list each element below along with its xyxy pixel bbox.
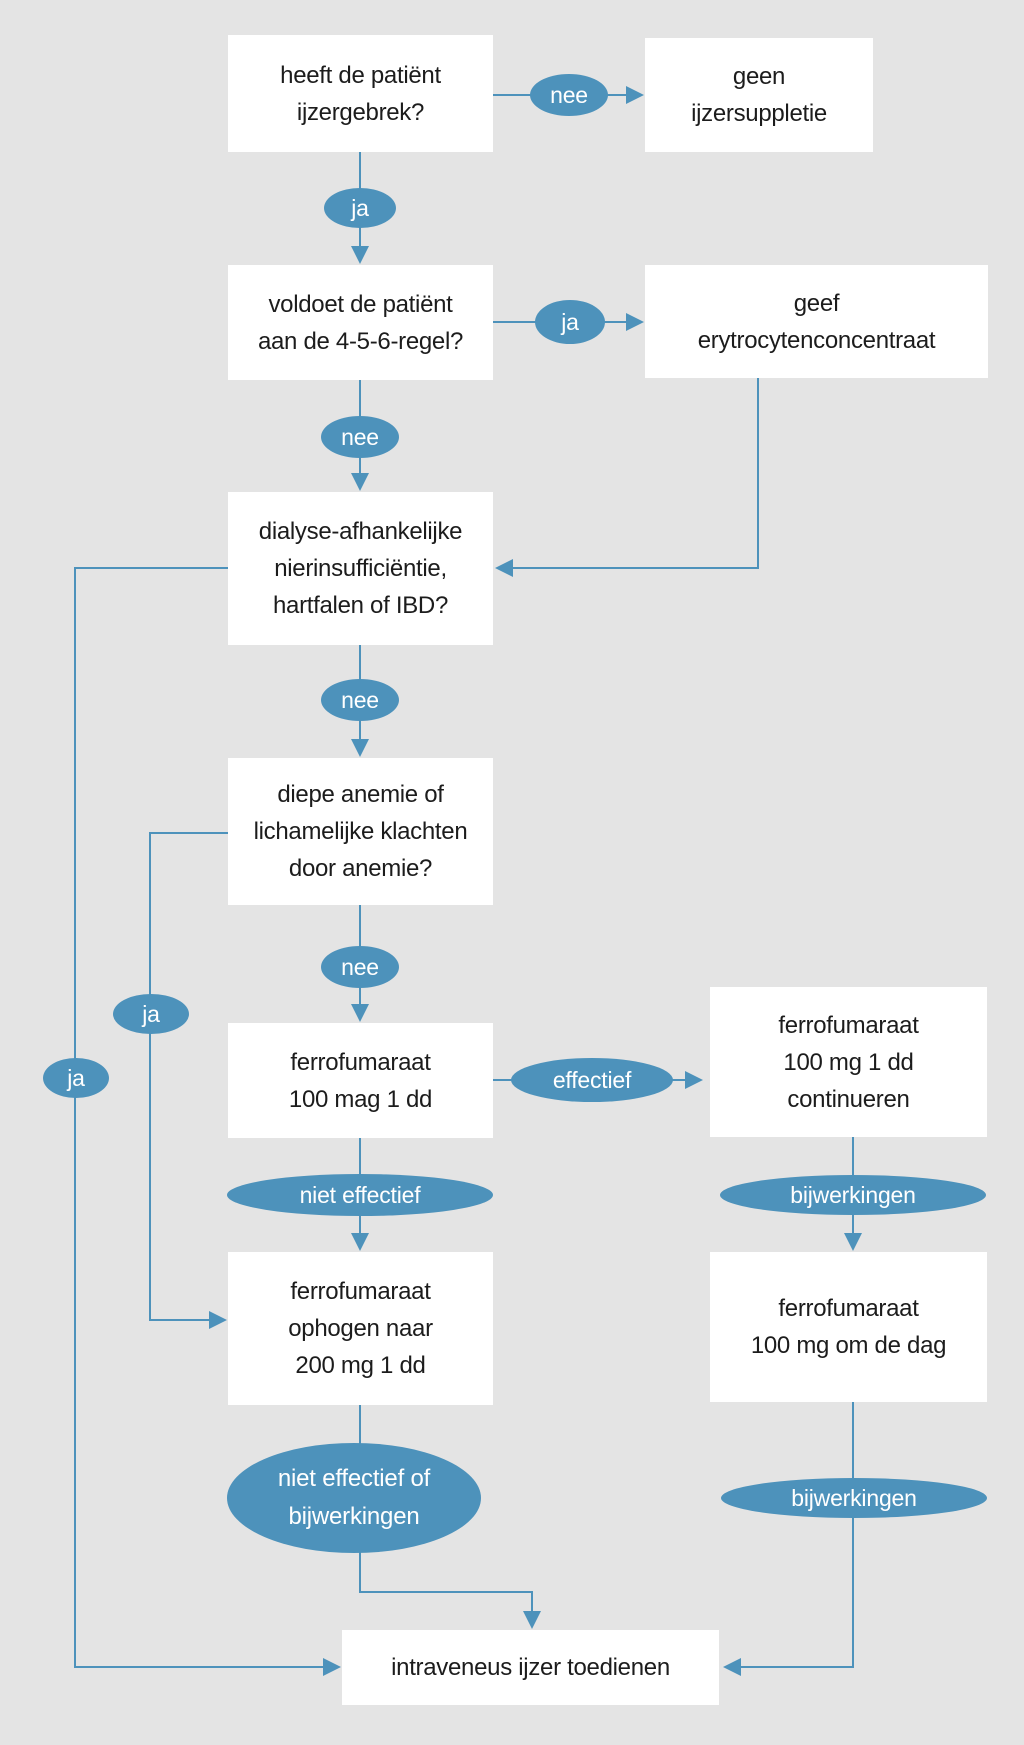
edge-label-text: ja bbox=[351, 194, 369, 221]
node-text-line: aan de 4-5-6-regel? bbox=[257, 327, 464, 355]
node-question-iron-deficiency: heeft de patiënt ijzergebrek? bbox=[228, 35, 493, 152]
node-text-line: ferrofumaraat bbox=[778, 1295, 919, 1322]
edge-label-text: bijwerkingen bbox=[288, 1503, 420, 1530]
node-question-deep-anemia: diepe anemie of lichamelijke klachten do… bbox=[228, 758, 493, 905]
edge-label-text: ja bbox=[142, 1000, 160, 1027]
node-text-line: ferrofumaraat bbox=[290, 1048, 431, 1076]
node-text-line: ijzergebrek? bbox=[296, 98, 425, 126]
edge-label-text: niet effectief bbox=[299, 1181, 421, 1208]
node-text-line: dialyse-afhankelijke bbox=[258, 518, 463, 545]
edge-label-nee-dialysis: nee bbox=[321, 679, 399, 721]
node-question-456-rule: voldoet de patiënt aan de 4-5-6-regel? bbox=[228, 265, 493, 380]
edge-label-ja-top: ja bbox=[324, 188, 396, 228]
edge-label-nee-anemia: nee bbox=[321, 946, 399, 988]
edge-label-ja-456: ja bbox=[535, 300, 605, 344]
node-text-line: ferrofumaraat bbox=[778, 1011, 919, 1039]
node-ferrofumarate-200mg: ferrofumaraat ophogen naar 200 mg 1 dd bbox=[228, 1252, 493, 1405]
node-text-line: geef bbox=[793, 289, 840, 317]
node-text-line: lichamelijke klachten bbox=[253, 818, 468, 845]
edge-label-text: bijwerkingen bbox=[791, 1484, 917, 1511]
edge-label-text: ja bbox=[561, 308, 579, 335]
node-no-iron-suppletion: geen ijzersuppletie bbox=[645, 38, 873, 152]
node-give-erythrocyte-concentrate: geef erytrocytenconcentraat bbox=[645, 265, 988, 378]
node-text-line: geen bbox=[732, 63, 786, 90]
edge-label-text: nee bbox=[341, 953, 379, 980]
node-text-line: door anemie? bbox=[288, 855, 433, 882]
node-text-line: diepe anemie of bbox=[277, 781, 444, 808]
edge-label-nee-456: nee bbox=[321, 416, 399, 458]
edge-label-text: effectief bbox=[552, 1066, 632, 1093]
edge-label-ja-dialysis: ja bbox=[43, 1058, 109, 1098]
edge-label-bijwerkingen-alternate: bijwerkingen bbox=[721, 1478, 987, 1518]
node-text-line: 100 mg 1 dd bbox=[783, 1048, 914, 1076]
arrowheads bbox=[209, 86, 862, 1676]
node-text-line: continueren bbox=[787, 1085, 910, 1113]
edge-label-text: niet effectief of bbox=[277, 1465, 431, 1492]
node-text-line: ijzersuppletie bbox=[691, 100, 827, 127]
edge-label-text: bijwerkingen bbox=[790, 1181, 916, 1208]
node-text-line: ferrofumaraat bbox=[290, 1278, 431, 1305]
node-ferrofumarate-100mg: ferrofumaraat 100 mag 1 dd bbox=[228, 1023, 493, 1138]
node-text-line: ophogen naar bbox=[288, 1315, 433, 1342]
edge-label-niet-effectief-of-bijwerkingen: niet effectief of bijwerkingen bbox=[227, 1443, 481, 1553]
node-ferrofumarate-continue: ferrofumaraat 100 mg 1 dd continueren bbox=[710, 987, 987, 1137]
node-text-line: nierinsufficiëntie, bbox=[274, 555, 447, 582]
node-question-dialysis-heartfailure-ibd: dialyse-afhankelijke nierinsufficiëntie,… bbox=[228, 492, 493, 645]
node-text-line: hartfalen of IBD? bbox=[272, 592, 448, 619]
node-intravenous-iron: intraveneus ijzer toedienen bbox=[342, 1630, 719, 1705]
edge-label-text: nee bbox=[341, 686, 379, 713]
edge-label-text: nee bbox=[550, 81, 588, 108]
edge-label-niet-effectief: niet effectief bbox=[227, 1174, 493, 1216]
node-text-line: 100 mag 1 dd bbox=[288, 1085, 433, 1113]
node-ferrofumarate-alternate-day: ferrofumaraat 100 mg om de dag bbox=[710, 1252, 987, 1402]
node-text-line: erytrocytenconcentraat bbox=[697, 326, 936, 354]
node-text-line: 100 mg om de dag bbox=[750, 1332, 947, 1359]
node-text-line: 200 mg 1 dd bbox=[295, 1352, 426, 1379]
edge-label-ja-anemia: ja bbox=[113, 994, 189, 1034]
edge-label-nee-top: nee bbox=[530, 74, 608, 116]
node-text-line: heeft de patiënt bbox=[280, 61, 441, 89]
edge-label-text: nee bbox=[341, 423, 379, 450]
edge-label-bijwerkingen-continue: bijwerkingen bbox=[720, 1175, 986, 1215]
edge-label-text: ja bbox=[67, 1064, 85, 1091]
node-text-line: voldoet de patiënt bbox=[268, 290, 453, 318]
node-text-line: intraveneus ijzer toedienen bbox=[391, 1654, 670, 1681]
edge-label-effectief: effectief bbox=[511, 1058, 673, 1102]
